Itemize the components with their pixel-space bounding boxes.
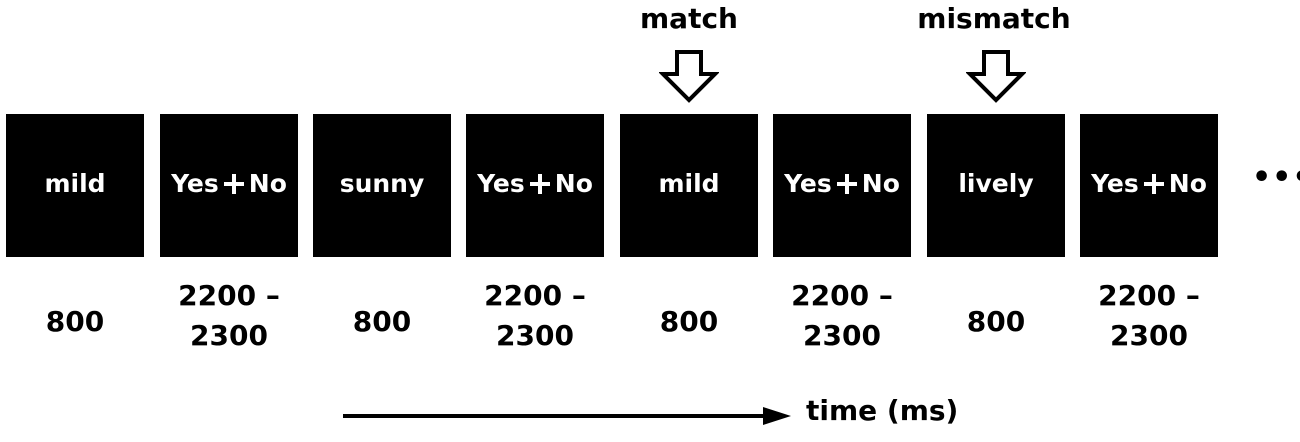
screen-response-1: Yes No <box>160 114 298 257</box>
mismatch-label: mismatch <box>917 2 1071 35</box>
match-label: match <box>640 2 738 35</box>
screen-word-text: lively <box>958 169 1034 198</box>
screen-word-1: mild <box>6 114 144 257</box>
duration-range-end: 2300 <box>190 319 268 352</box>
time-arrow-icon <box>343 407 791 425</box>
screen-word-4: lively <box>927 114 1065 257</box>
no-label: No <box>554 169 593 198</box>
screen-response-text: Yes No <box>477 169 593 198</box>
duration-range-start: 2200 – <box>178 279 280 312</box>
duration-range-end: 2300 <box>1110 319 1188 352</box>
duration-word-4: 800 <box>966 305 1026 338</box>
mismatch-down-arrow-icon <box>966 50 1026 103</box>
duration-response-2: 2200 – 2300 <box>466 276 604 356</box>
duration-word-2: 800 <box>352 305 412 338</box>
fixation-plus-icon <box>529 173 550 194</box>
duration-response-4: 2200 – 2300 <box>1080 276 1218 356</box>
duration-range-end: 2300 <box>803 319 881 352</box>
duration-range-start: 2200 – <box>1098 279 1200 312</box>
match-down-arrow-icon <box>659 50 719 103</box>
screen-response-4: Yes No <box>1080 114 1218 257</box>
fixation-plus-icon <box>223 173 244 194</box>
duration-response-3: 2200 – 2300 <box>773 276 911 356</box>
yes-label: Yes <box>477 169 525 198</box>
screen-word-text: mild <box>658 169 720 198</box>
screen-response-text: Yes No <box>1091 169 1207 198</box>
no-label: No <box>861 169 900 198</box>
duration-word-3: 800 <box>659 305 719 338</box>
duration-response-1: 2200 – 2300 <box>160 276 298 356</box>
duration-range-start: 2200 – <box>791 279 893 312</box>
yes-label: Yes <box>784 169 832 198</box>
fixation-plus-icon <box>1143 173 1164 194</box>
screen-word-text: sunny <box>339 169 425 198</box>
no-label: No <box>1168 169 1207 198</box>
duration-range-start: 2200 – <box>484 279 586 312</box>
duration-word-1: 800 <box>45 305 105 338</box>
screen-response-text: Yes No <box>784 169 900 198</box>
screen-word-2: sunny <box>313 114 451 257</box>
time-axis-label: time (ms) <box>806 394 959 427</box>
no-label: No <box>248 169 287 198</box>
screen-word-text: mild <box>44 169 106 198</box>
continuation-ellipsis: ••• <box>1252 160 1300 195</box>
screen-response-text: Yes No <box>171 169 287 198</box>
screen-response-3: Yes No <box>773 114 911 257</box>
duration-range-end: 2300 <box>496 319 574 352</box>
yes-label: Yes <box>1091 169 1139 198</box>
fixation-plus-icon <box>836 173 857 194</box>
yes-label: Yes <box>171 169 219 198</box>
screen-word-3: mild <box>620 114 758 257</box>
screen-response-2: Yes No <box>466 114 604 257</box>
